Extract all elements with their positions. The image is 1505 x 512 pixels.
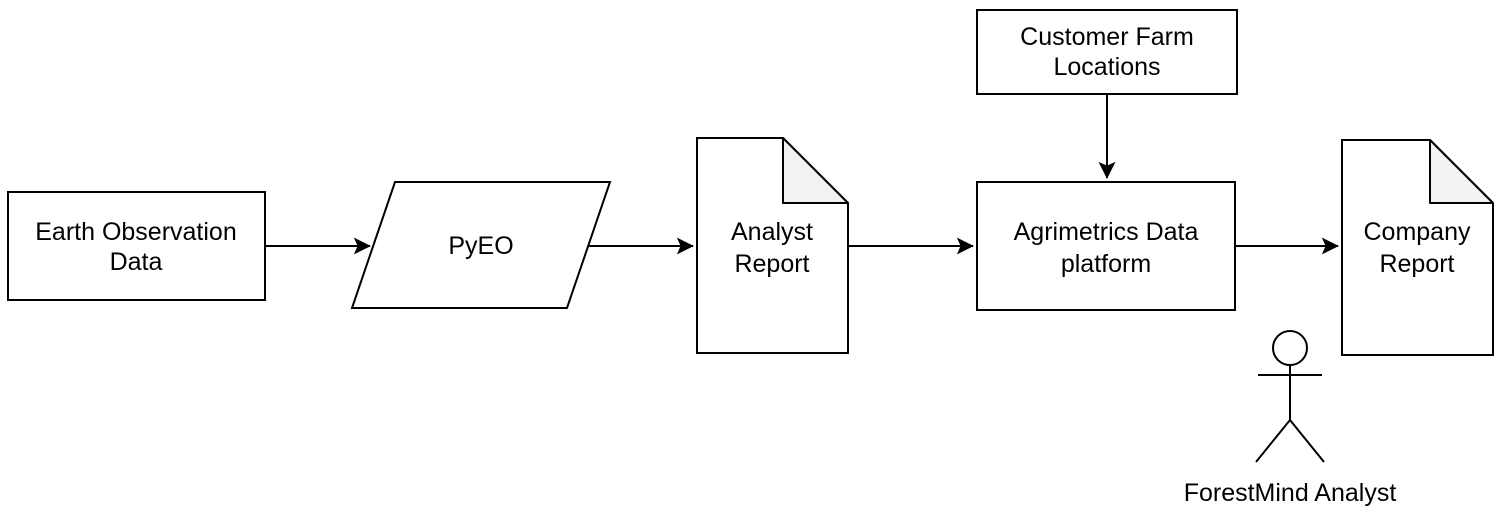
node-label: Report [734,250,809,278]
earth-observation-data-node: Earth Observation Data [7,191,266,301]
actor-label: ForestMind Analyst [1184,479,1397,507]
customer-farm-locations-box [976,9,1238,95]
actor-head-icon [1272,330,1308,366]
document-fold-corner [1429,139,1494,204]
node-label: Agrimetrics Data [1014,218,1199,246]
forestmind-analyst-actor: ForestMind Analyst [1184,330,1397,507]
earth-observation-data-box [7,191,266,301]
analyst-report-node: Analyst Report [696,137,849,354]
node-label: Company [1364,218,1471,246]
node-label: Analyst [731,218,813,246]
company-report-node: Company Report [1341,139,1494,356]
node-label: Report [1379,250,1454,278]
node-label: platform [1061,250,1151,278]
node-label: Customer Farm [1020,23,1194,51]
agrimetrics-data-platform-node: Agrimetrics Data platform [976,181,1236,311]
document-fold-corner [782,137,849,204]
customer-farm-locations-node: Customer Farm Locations [976,9,1238,95]
pyeo-parallelogram [350,181,612,309]
node-label: Locations [1053,53,1160,81]
node-label: Data [110,248,163,276]
node-label: PyEO [448,232,513,260]
pyeo-node: PyEO [350,181,612,309]
node-label: Earth Observation [35,218,237,246]
company-report-document [1341,139,1494,356]
actor-body-icon [1255,365,1325,463]
agrimetrics-data-platform-box [976,181,1236,311]
